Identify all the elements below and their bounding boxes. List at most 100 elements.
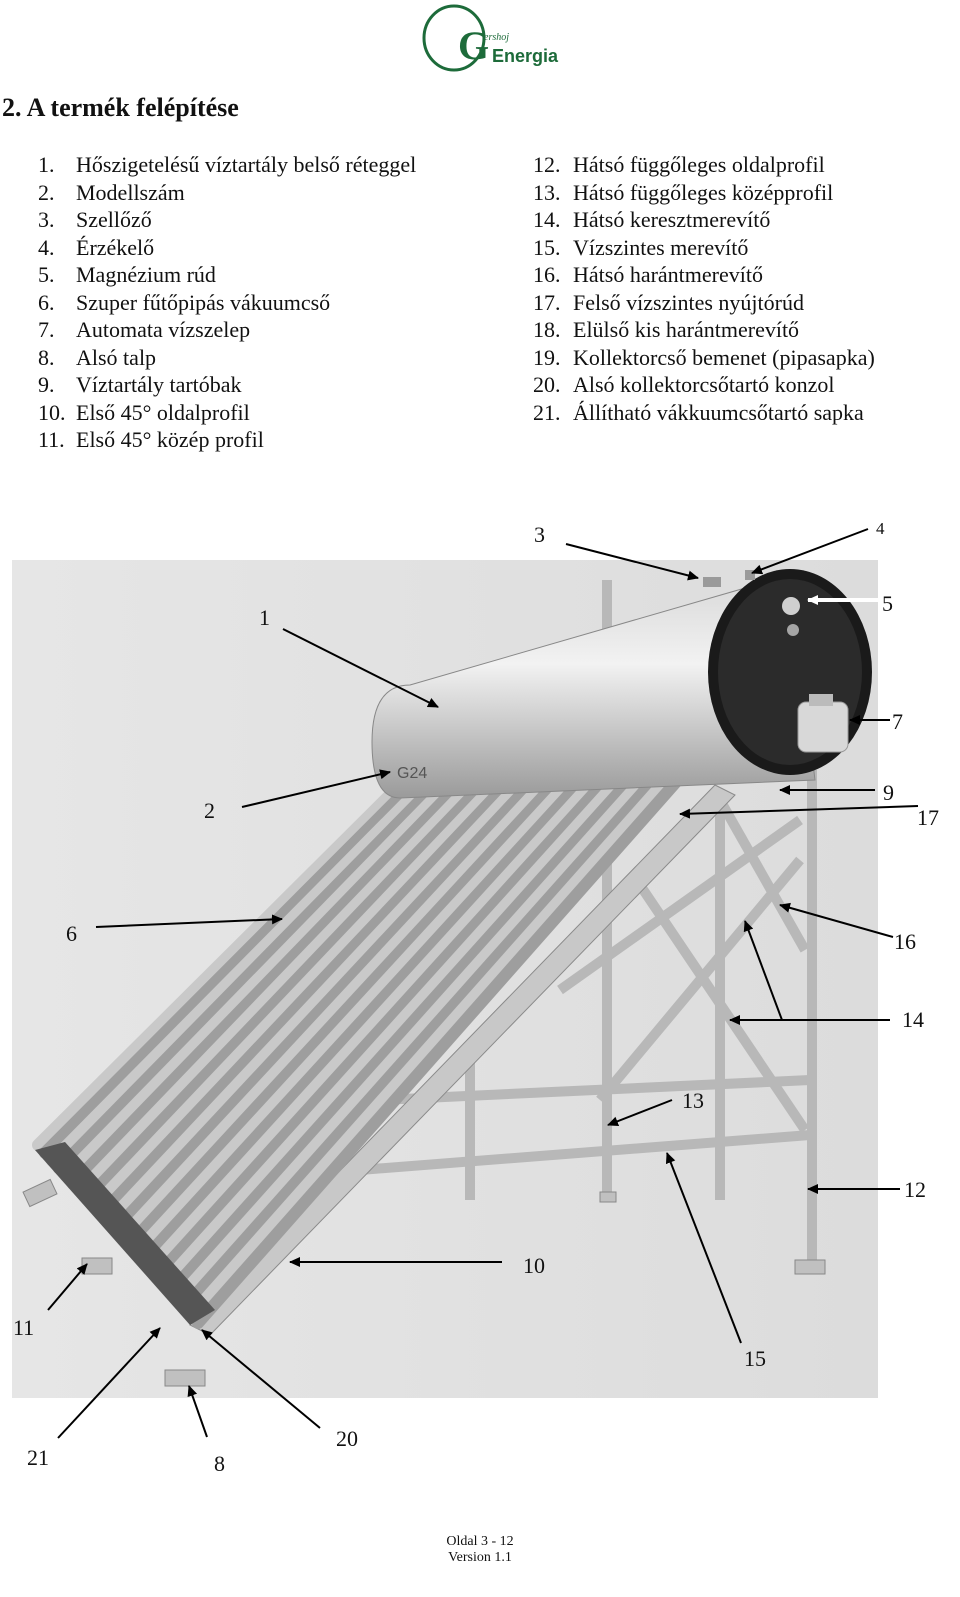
page-footer: Oldal 3 - 12 Version 1.1	[0, 1534, 960, 1566]
part-number: 19.	[533, 344, 561, 370]
vacuum-tube	[101, 755, 546, 1229]
solar-heater-figure: G24 3 4 1 5 7 2 9 17 6 16 14 13 1	[0, 480, 960, 1510]
callout-12: 12	[904, 1177, 926, 1202]
callout-21: 21	[27, 1445, 49, 1470]
part-label: Állítható vákkuumcsőtartó sapka	[573, 399, 864, 425]
vacuum-tube	[185, 733, 708, 1322]
callout-8: 8	[214, 1451, 225, 1476]
part-number: 12.	[533, 152, 561, 177]
part-item: 19. Kollektorcső bemenet (pipasapka)	[533, 344, 875, 372]
vacuum-tube	[94, 757, 533, 1221]
part-label: Modellszám	[76, 179, 185, 205]
part-label: Szuper fűtőpipás vákuumcső	[76, 289, 331, 315]
part-item: 8. Alsó talp	[38, 344, 416, 372]
part-label: Első 45° oldalprofil	[76, 399, 250, 425]
part-item: 12. Hátsó függőleges oldalprofil	[533, 151, 875, 179]
part-item: 11.Első 45° közép profil	[38, 426, 416, 454]
parts-list-right: 12. Hátsó függőleges oldalprofil 13. Hátsó …	[533, 151, 875, 426]
vacuum-tube	[129, 748, 600, 1260]
callout-15: 15	[744, 1346, 766, 1371]
part-number: 17.	[533, 289, 561, 315]
part-label: Hátsó harántmerevítő	[573, 262, 763, 287]
part-number: 6.	[38, 289, 55, 315]
part-item: 7. Automata vízszelep	[38, 316, 416, 344]
vacuum-tube	[143, 744, 627, 1275]
part-label: Hátsó keresztmerevítő	[573, 207, 771, 232]
logo-top-word: ershoj	[484, 32, 509, 43]
part-label: Kollektorcső bemenet (pipasapka)	[573, 344, 875, 370]
part-number: 4.	[38, 234, 55, 260]
parts-list-left: 1. Hőszigetelésű víztartály belső rétegge…	[38, 151, 416, 454]
solar-heater-diagram: G24 3 4 1 5 7 2 9 17 6 16 14 13 1	[12, 519, 939, 1476]
part-number: 16.	[533, 262, 561, 287]
callout-20: 20	[336, 1426, 358, 1451]
vacuum-tube	[73, 763, 492, 1198]
part-number: 3.	[38, 207, 55, 232]
part-label: Automata vízszelep	[76, 317, 251, 342]
water-tank	[371, 569, 872, 799]
part-number: 15.	[533, 234, 561, 260]
part-item: 1. Hőszigetelésű víztartály belső rétegge…	[38, 151, 416, 179]
part-label: Alsó kollektorcsőtartó konzol	[573, 372, 835, 397]
callout-5: 5	[882, 591, 893, 616]
callout-6: 6	[66, 921, 77, 946]
callout-16: 16	[894, 929, 916, 954]
logo-main-word: Energia	[492, 46, 559, 66]
vacuum-tube	[52, 768, 452, 1175]
part-item: 17. Felső vízszintes nyújtórúd	[533, 289, 875, 317]
version-label: Version 1.1	[448, 1550, 512, 1565]
vacuum-tube	[178, 735, 695, 1314]
part-number: 8.	[38, 344, 55, 370]
part-number: 10.	[38, 399, 66, 425]
callout-11: 11	[13, 1315, 34, 1340]
part-label: Hátsó függőleges oldalprofil	[573, 152, 825, 177]
vacuum-tube	[171, 737, 681, 1306]
vacuum-tube	[80, 761, 506, 1206]
part-label: Víztartály tartóbak	[76, 372, 242, 397]
callout-labels: 3 4 1 5 7 2 9 17 6 16 14 13 12 10 11 15 …	[13, 519, 939, 1476]
part-item: 16. Hátsó harántmerevítő	[533, 261, 875, 289]
vacuum-tube	[87, 759, 519, 1213]
part-number: 7.	[38, 317, 55, 342]
part-number: 2.	[38, 179, 55, 205]
part-item: 10. Első 45° oldalprofil	[38, 399, 416, 427]
vacuum-tube	[157, 741, 654, 1291]
part-label: Vízszintes merevítő	[573, 234, 749, 260]
part-label: Hőszigetelésű víztartály belső réteggel	[76, 152, 417, 177]
vacuum-tube	[32, 774, 411, 1151]
vacuum-tube	[192, 732, 721, 1329]
callout-13: 13	[682, 1088, 704, 1113]
vacuum-tube	[59, 766, 465, 1182]
vacuum-tube	[108, 753, 560, 1237]
callout-10: 10	[523, 1253, 545, 1278]
vacuum-tube	[45, 770, 438, 1167]
part-item: 9. Víztartály tartóbak	[38, 371, 416, 399]
part-number: 1.	[38, 152, 55, 177]
vacuum-tube	[66, 764, 479, 1190]
part-label: Felső vízszintes nyújtórúd	[573, 289, 804, 315]
vacuum-tube	[122, 750, 587, 1252]
part-number: 13.	[533, 179, 561, 205]
vacuum-tube	[150, 742, 641, 1283]
part-label: Érzékelő	[76, 234, 155, 260]
feet	[22, 1178, 826, 1387]
part-item: 21.Állítható vákkuumcsőtartó sapka	[533, 399, 875, 427]
callout-4: 4	[876, 519, 885, 538]
part-number: 20.	[533, 372, 561, 397]
callout-17: 17	[917, 805, 939, 830]
part-number: 11.	[38, 427, 65, 452]
part-item: 5.Magnézium rúd	[38, 261, 416, 289]
model-number-label: G24	[397, 765, 427, 782]
logo-ring-icon	[422, 4, 486, 72]
part-number: 18.	[533, 317, 561, 342]
part-item: 15. Vízszintes merevítő	[533, 234, 875, 262]
part-number: 9.	[38, 372, 55, 397]
part-item: 2. Modellszám	[38, 179, 416, 207]
callout-7: 7	[892, 709, 903, 734]
vacuum-tube	[164, 739, 668, 1299]
part-item: 18. Elülső kis harántmerevítő	[533, 316, 875, 344]
part-label: Alsó talp	[76, 344, 157, 370]
bottom-collector-bar	[35, 1142, 215, 1325]
part-label: Elülső kis harántmerevítő	[573, 317, 800, 342]
callout-3: 3	[534, 522, 545, 547]
